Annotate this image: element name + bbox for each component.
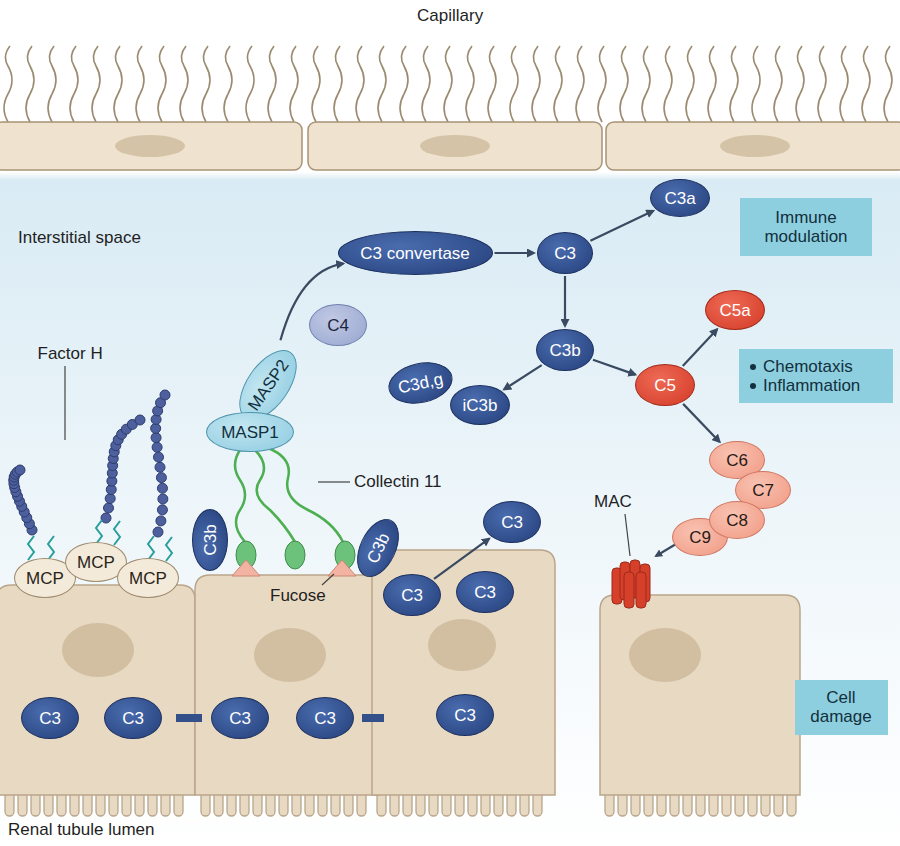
- node-text: C5: [654, 376, 676, 395]
- pathway-arrow: [590, 211, 653, 241]
- text-label: Interstitial space: [18, 228, 141, 248]
- note-box: Immune modulation: [740, 198, 872, 256]
- text-label: Capillary: [417, 6, 483, 26]
- text-label: Fucose: [270, 586, 326, 606]
- component-ellipse: C5: [635, 364, 695, 406]
- node-text: Chemotaxis: [763, 357, 853, 376]
- pathway-arrow: [683, 329, 717, 366]
- component-ellipse: C3: [483, 501, 541, 543]
- node-text: C3: [501, 513, 523, 532]
- node-text: C3: [122, 709, 144, 728]
- node-text: C3: [401, 586, 423, 605]
- component-ellipse: MCP: [117, 558, 179, 598]
- node-text: MCP: [26, 569, 64, 588]
- node-text: C3: [314, 709, 336, 728]
- node-text: C3: [39, 709, 61, 728]
- tubule-cells: [0, 550, 800, 795]
- node-text: C3b: [549, 341, 580, 360]
- node-text: C3 convertase: [360, 244, 470, 263]
- component-ellipse: C3: [296, 697, 354, 739]
- component-ellipse: C3b: [192, 509, 228, 571]
- text-label: Collectin 11: [354, 472, 442, 492]
- node-text: C6: [726, 451, 748, 470]
- node-text: C3: [454, 706, 476, 725]
- node-text: C7: [752, 481, 774, 500]
- component-ellipse: C3: [104, 697, 162, 739]
- mac-pore: [612, 560, 650, 608]
- node-text: C3d,g: [396, 369, 444, 397]
- component-ellipse: C3: [383, 574, 441, 616]
- bullet-dot: [750, 383, 756, 389]
- pathway-arrow: [495, 252, 535, 254]
- component-ellipse: C3: [21, 697, 79, 739]
- node-text: MCP: [77, 553, 115, 572]
- component-ellipse: C3: [436, 694, 494, 736]
- node-text: C9: [689, 528, 711, 547]
- node-text: iC3b: [463, 396, 498, 415]
- factor-h-chains: [9, 390, 170, 537]
- note-box: Cell damage: [795, 680, 888, 735]
- glycocalyx: [4, 46, 892, 122]
- node-text: Cell damage: [806, 688, 877, 726]
- node-text: Immune modulation: [751, 208, 861, 246]
- node-text: C4: [327, 316, 349, 335]
- pathway-arrow: [593, 360, 635, 375]
- component-ellipse: C3d,g: [384, 357, 456, 410]
- node-text: C8: [726, 511, 748, 530]
- bullet-row: Chemotaxis: [750, 357, 853, 376]
- node-text: MASP2: [244, 356, 293, 414]
- leader-lines: [65, 366, 630, 585]
- bullet-row: Inflammation: [750, 376, 860, 395]
- component-ellipse: C3: [211, 697, 269, 739]
- note-box: ChemotaxisInflammation: [739, 349, 893, 403]
- component-ellipse: C4: [309, 304, 367, 346]
- component-ellipse: C3b: [349, 512, 408, 583]
- text-label: MAC: [594, 492, 632, 512]
- component-ellipse: MASP1: [206, 412, 294, 452]
- component-ellipse: C3a: [650, 179, 710, 217]
- component-ellipse: C5a: [705, 290, 765, 330]
- node-text: MASP1: [221, 423, 279, 442]
- bullet-dot: [750, 364, 756, 370]
- node-text: C3: [554, 244, 576, 263]
- node-text: C3: [229, 709, 251, 728]
- component-ellipse: C3: [456, 571, 514, 613]
- mac-arrow: [656, 544, 676, 556]
- node-text: C5a: [719, 301, 750, 320]
- fucose: [232, 560, 356, 576]
- node-text: C3b: [363, 530, 393, 566]
- endothelium: [0, 122, 900, 170]
- component-ellipse: C3 convertase: [338, 231, 493, 275]
- component-ellipse: C3: [537, 232, 593, 274]
- component-ellipse: iC3b: [450, 385, 510, 425]
- node-text: C3: [474, 583, 496, 602]
- text-label: Factor H: [38, 344, 103, 364]
- pathway-arrow: [564, 276, 566, 326]
- node-text: MCP: [129, 569, 167, 588]
- component-ellipse: C8: [709, 501, 765, 539]
- pathway-arrow: [683, 404, 720, 442]
- collectin-11: [235, 448, 343, 542]
- node-text: C3b: [201, 524, 220, 555]
- pathway-arrow: [504, 365, 542, 389]
- component-ellipse: C3b: [536, 329, 594, 371]
- node-text: C3a: [664, 189, 695, 208]
- node-text: Inflammation: [763, 376, 860, 395]
- text-label: Renal tubule lumen: [8, 820, 154, 840]
